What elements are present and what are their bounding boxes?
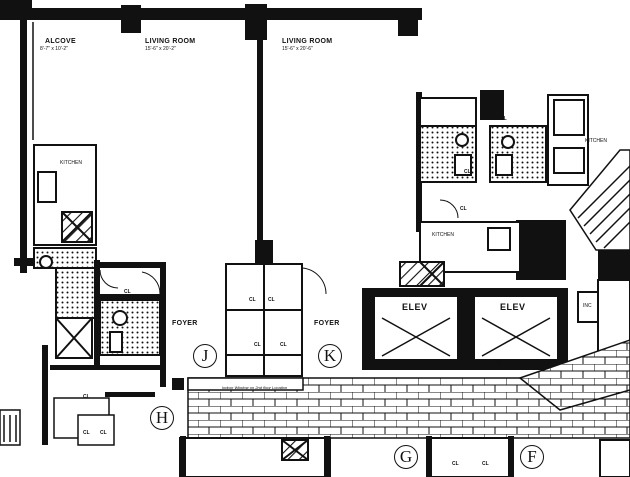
elevator-right-label: ELEV xyxy=(500,302,526,312)
unit-marker-h: H xyxy=(150,406,174,430)
closet-label: CL xyxy=(268,297,275,303)
unit-marker-f: F xyxy=(520,445,544,469)
living-room-right-label: LIVING ROOM xyxy=(282,38,333,45)
center-closets xyxy=(225,263,303,377)
foyer-right-label: FOYER xyxy=(314,320,340,327)
left-kitchen xyxy=(33,144,97,246)
right-upper-bath xyxy=(419,94,589,186)
kitchen-right-label: KITCHEN xyxy=(585,138,607,144)
door-swings xyxy=(99,199,459,295)
foyer-left-label: FOYER xyxy=(172,320,198,327)
closet-label: CL xyxy=(254,342,261,348)
closet-label: CL xyxy=(249,297,256,303)
unit-marker-j: J xyxy=(193,344,217,368)
stair xyxy=(569,149,630,251)
alcove-label: ALCOVE xyxy=(45,38,76,45)
elevator-left-label: ELEV xyxy=(402,302,428,312)
left-closets xyxy=(0,397,115,446)
living-room-left-dimensions: 15'-6" x 20'-2" xyxy=(145,46,176,52)
closet-label: CL xyxy=(83,430,90,436)
corridor xyxy=(187,339,630,439)
closet-label: CL xyxy=(280,342,287,348)
living-room-right-dimensions: 15'-6" x 20'-6" xyxy=(282,46,313,52)
kitchen-center-label: KITCHEN xyxy=(432,232,454,238)
party-wall xyxy=(257,18,263,246)
left-interior-walls xyxy=(42,260,184,445)
closet-label: CL xyxy=(83,394,90,400)
closet-label: CL xyxy=(464,169,471,175)
elevators xyxy=(362,288,603,370)
closet-label: CL xyxy=(452,461,459,467)
incinerator-label: INC xyxy=(583,303,592,309)
unit-marker-g: G xyxy=(394,445,418,469)
kitchen-left-label: KITCHEN xyxy=(60,160,82,166)
alcove-dimensions: 8'-7" x 10'-2" xyxy=(40,46,68,52)
lower-walls xyxy=(180,436,514,477)
living-room-left-label: LIVING ROOM xyxy=(145,38,196,45)
corridor-note: Indoor Window on 2nd floor Location xyxy=(222,385,288,390)
closet-label: CL xyxy=(100,430,107,436)
closet-label: CL xyxy=(482,461,489,467)
closet-label: CL xyxy=(496,361,503,367)
left-bathroom xyxy=(33,247,161,359)
closet-label: CL xyxy=(124,289,131,295)
closet-label: CL xyxy=(460,206,467,212)
closet-label: CL xyxy=(500,116,507,122)
unit-marker-k: K xyxy=(318,344,342,368)
center-kitchen xyxy=(399,221,521,287)
